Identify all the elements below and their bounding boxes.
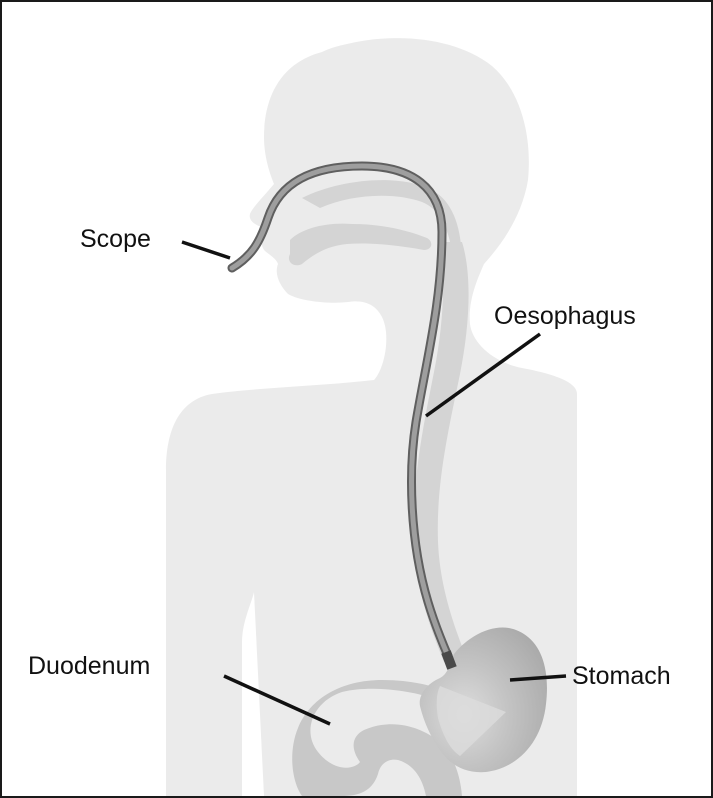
oesophagus-label: Oesophagus [494, 302, 636, 330]
scope-leader-line [182, 242, 230, 258]
duodenum-label: Duodenum [28, 652, 150, 680]
scope-label: Scope [80, 225, 151, 253]
stomach-label: Stomach [572, 662, 671, 690]
scope-tip [446, 652, 452, 668]
